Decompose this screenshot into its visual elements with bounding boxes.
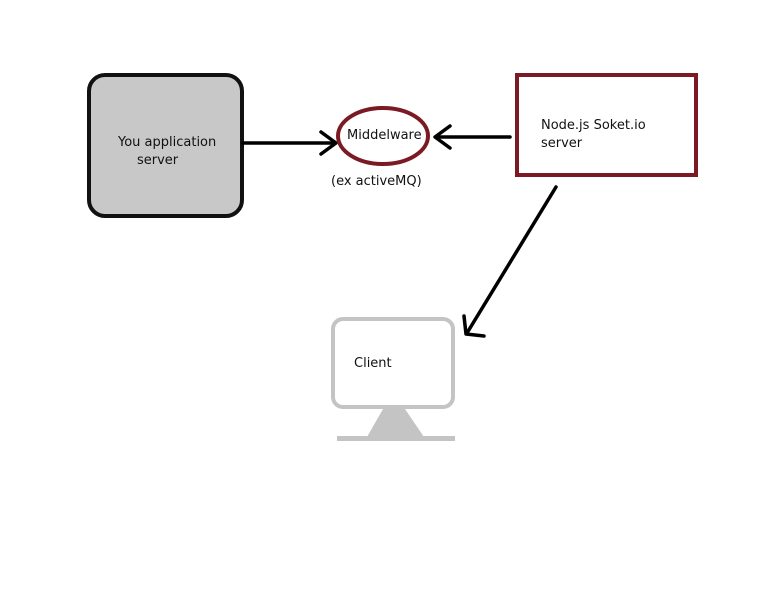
- app-server-label-line1: You application: [117, 135, 216, 150]
- monitor-base: [337, 436, 455, 441]
- arrow-node-to-middleware: [433, 124, 512, 150]
- monitor-icon: [331, 317, 455, 441]
- arrow-node-to-client-shaft: [465, 185, 558, 335]
- node-server-label-line2: server: [541, 136, 583, 151]
- arrow-node-to-middleware-head: [433, 124, 452, 150]
- monitor-stand: [367, 409, 424, 437]
- middleware-node[interactable]: Middelware: [336, 106, 430, 166]
- node-server-node[interactable]: Node.js Soket.io server: [515, 73, 698, 177]
- middleware-caption: (ex activeMQ): [331, 174, 422, 189]
- app-server-label-line2: server: [137, 153, 179, 168]
- client-label: Client: [354, 356, 392, 371]
- client-node[interactable]: Client: [331, 317, 455, 441]
- app-server-node[interactable]: You application server: [87, 73, 244, 218]
- node-server-box: [515, 73, 698, 177]
- middleware-label: Middelware: [347, 128, 422, 143]
- arrow-app-to-middleware-head: [319, 130, 338, 156]
- app-server-box: [87, 73, 244, 218]
- arrow-app-to-middleware: [241, 130, 338, 156]
- arrow-node-to-client-head: [462, 314, 486, 338]
- arrow-node-to-client: [462, 185, 558, 338]
- middleware-ellipse: [336, 106, 430, 166]
- node-server-label-line1: Node.js Soket.io: [541, 118, 646, 133]
- monitor-screen: [331, 317, 455, 409]
